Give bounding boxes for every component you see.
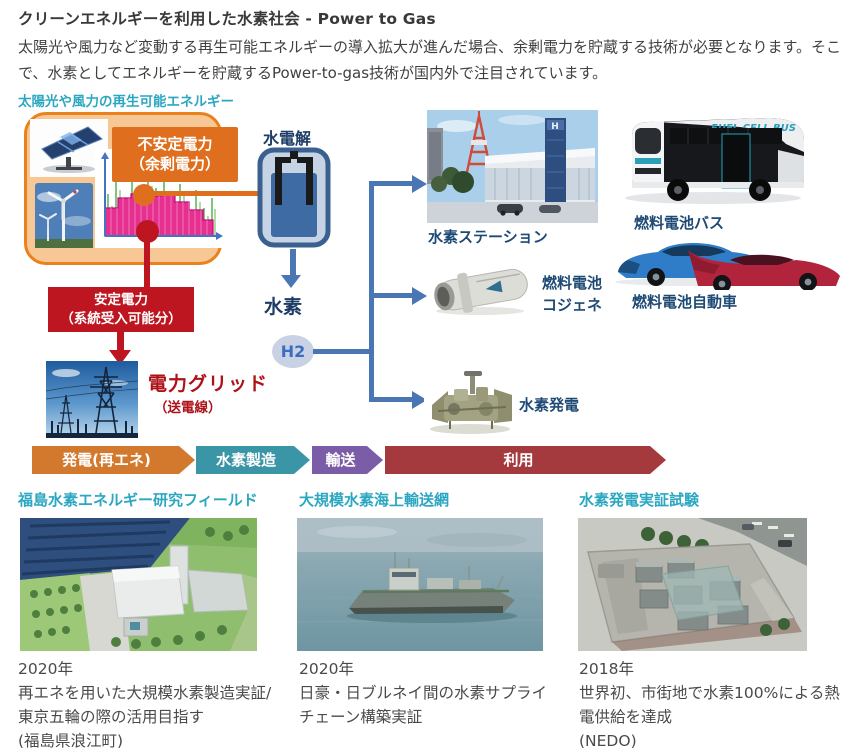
branch-arrowhead-station-icon (412, 175, 427, 193)
fuel-cell-cars-image (610, 230, 845, 290)
branch-line-station (369, 181, 412, 186)
power-grid-image (46, 361, 138, 438)
fuel-cell-bus-label: 燃料電池バス (634, 214, 725, 232)
project-caption-fukushima: 2020年 再エネを用いた大規模水素製造実証/ 東京五輪の際の活用目指す (福島… (18, 657, 271, 753)
stable-power-callout: 安定電力 （系統受入可能分） (48, 287, 194, 332)
caption-line: 世界初、市街地で水素100%による熱 (579, 684, 840, 702)
fukushima-field-image (20, 518, 257, 651)
hydrogen-station-illustration: H (427, 110, 598, 223)
caption-line: 日豪・日ブルネイ間の水素サプライ (299, 684, 548, 702)
hydrogen-carrier-ship-image (297, 518, 543, 651)
caption-line: (福島県浪江町) (18, 732, 124, 750)
power-grid-sublabel: （送電線） (154, 400, 222, 416)
hydrogen-flow-arrow (290, 249, 296, 275)
hydrogen-station-image: H (427, 110, 598, 223)
power-demo-facility-image (578, 518, 807, 651)
caption-line: 電供給を達成 (579, 708, 673, 726)
hydrogen-flow-arrowhead-icon (281, 275, 301, 288)
flow-step-transport: 輸送 (312, 446, 383, 474)
hydrogen-turbine-illustration (424, 367, 517, 437)
caption-line: 東京五輪の際の活用目指す (18, 708, 205, 726)
caption-line: 2018年 (579, 660, 634, 678)
fuel-cell-cogen-label: 燃料電池 コジェネ (542, 272, 602, 316)
wind-turbine-image (35, 183, 93, 248)
project-heading-shipping: 大規模水素海上輸送網 (299, 491, 450, 509)
cogen-label-line1: 燃料電池 (542, 274, 603, 292)
intro-paragraph: 太陽光や風力など変動する再生可能エネルギーの導入拡大が進んだ場合、余剰電力を貯蔵… (18, 38, 842, 82)
renewable-energy-label: 太陽光や風力の再生可能エネルギー (18, 94, 234, 110)
h2-branch-line (313, 349, 370, 354)
stable-power-line1: 安定電力 (94, 292, 148, 308)
project-caption-shipping: 2020年 日豪・日ブルネイ間の水素サプライ チェーン構築実証 (299, 657, 547, 729)
unstable-power-callout: 不安定電力 （余剰電力） (112, 127, 238, 182)
stable-power-line2: （系統受入可能分） (60, 311, 182, 327)
project-heading-powergen: 水素発電実証試験 (579, 491, 700, 509)
caption-line: 2020年 (18, 660, 73, 678)
fuel-cell-cars-label: 燃料電池自動車 (632, 293, 738, 311)
hydrogen-carrier-ship-illustration (297, 518, 543, 651)
stable-power-dot (136, 220, 159, 243)
branch-line-powergen (369, 397, 412, 402)
project-heading-fukushima: 福島水素エネルギー研究フィールド (18, 491, 258, 509)
wind-turbine-illustration (35, 183, 93, 248)
project-caption-powergen: 2018年 世界初、市街地で水素100%による熱 電供給を達成 (NEDO) (579, 657, 840, 753)
caption-line: (NEDO) (579, 732, 637, 750)
power-grid-label: 電力グリッド (148, 373, 269, 395)
branch-line-cogen (369, 293, 412, 298)
flow-step-production: 水素製造 (196, 446, 310, 474)
fuel-cell-cogen-image (428, 265, 535, 317)
power-grid-illustration (46, 361, 138, 438)
stable-power-connector (144, 240, 150, 287)
page-title: クリーンエネルギーを利用した水素社会 - Power to Gas (18, 10, 436, 28)
hydrogen-label: 水素 (264, 296, 303, 318)
h2-badge: H2 (272, 335, 314, 368)
fukushima-field-illustration (20, 518, 257, 651)
electrolyzer-icon (257, 147, 331, 248)
station-sign-letter: H (551, 122, 559, 132)
power-demo-facility-illustration (578, 518, 807, 651)
unstable-power-line1: 不安定電力 (137, 135, 213, 153)
flow-step-use: 利用 (385, 446, 666, 474)
unstable-power-connector (144, 191, 263, 196)
solar-panel-image (30, 119, 108, 177)
branch-trunk-line (369, 181, 374, 402)
hydrogen-power-image (424, 367, 517, 437)
electrolysis-label: 水電解 (263, 129, 312, 148)
solar-panel-illustration (30, 119, 108, 177)
caption-line: 2020年 (299, 660, 354, 678)
fuel-cell-bus-image: FUEL CELL BUS (618, 110, 808, 210)
hydrogen-station-label: 水素ステーション (428, 228, 548, 246)
fuel-cell-cars-illustration (610, 230, 845, 290)
electrolyzer-illustration (257, 147, 331, 248)
unstable-power-line2: （余剰電力） (129, 155, 220, 173)
stable-power-arrow (117, 332, 124, 351)
branch-arrowhead-powergen-icon (412, 391, 427, 409)
branch-arrowhead-cogen-icon (412, 287, 427, 305)
fuel-cell-bus-illustration: FUEL CELL BUS (618, 110, 808, 210)
fuel-cell-cogen-illustration (428, 265, 535, 317)
cogen-label-line2: コジェネ (542, 296, 603, 314)
caption-line: 再エネを用いた大規模水素製造実証/ (18, 684, 272, 702)
flow-step-generation: 発電(再エネ) (32, 446, 195, 474)
hydrogen-power-label: 水素発電 (519, 396, 580, 414)
caption-line: チェーン構築実証 (299, 708, 423, 726)
